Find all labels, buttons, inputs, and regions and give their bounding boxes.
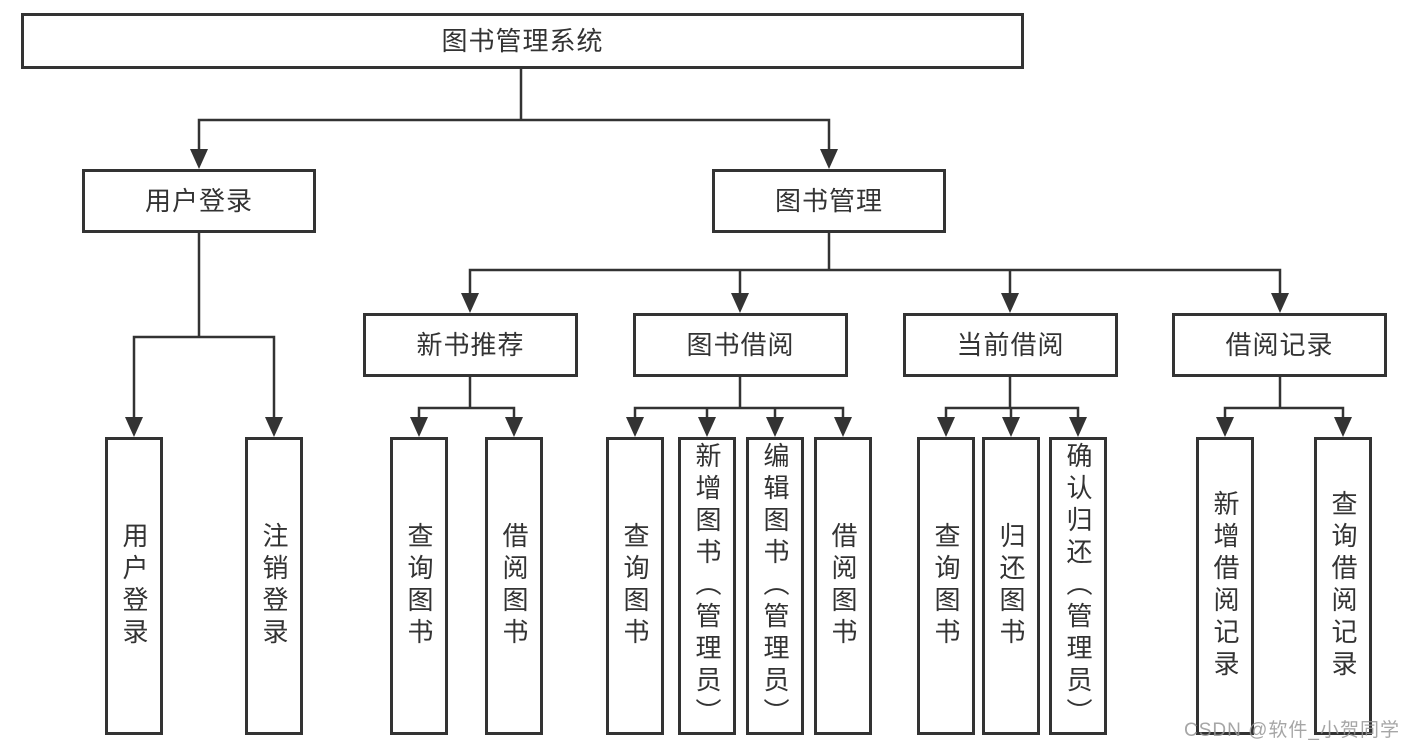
leaf-cb-return-book-label: 归还图书 — [996, 522, 1026, 650]
leaf-cb-confirm-return-admin: 确认归还（管理员） — [1049, 437, 1107, 735]
leaf-br-add-record: 新增借阅记录 — [1196, 437, 1254, 735]
leaf-bb-borrow-book: 借阅图书 — [814, 437, 872, 735]
leaf-br-add-record-label: 新增借阅记录 — [1210, 490, 1240, 682]
arrowheads — [125, 149, 1352, 437]
node-root-system: 图书管理系统 — [21, 13, 1024, 69]
csdn-watermark: CSDN @软件_小贺同学 — [1184, 720, 1400, 741]
node-new-book-recommend: 新书推荐 — [363, 313, 578, 377]
leaf-nbr-borrow-book: 借阅图书 — [485, 437, 543, 735]
leaf-bb-query-book-label: 查询图书 — [620, 522, 650, 650]
leaf-bb-edit-book-admin: 编辑图书（管理员） — [746, 437, 804, 735]
node-book-borrow-label: 图书借阅 — [686, 330, 795, 360]
leaf-bb-borrow-book-label: 借阅图书 — [828, 522, 858, 650]
leaf-nbr-query-book: 查询图书 — [390, 437, 448, 735]
node-borrow-record: 借阅记录 — [1172, 313, 1387, 377]
leaf-cb-query-book-label: 查询图书 — [931, 522, 961, 650]
leaf-bb-add-book-admin: 新增图书（管理员） — [678, 437, 736, 735]
leaf-bb-edit-book-admin-label: 编辑图书（管理员） — [760, 442, 790, 730]
leaf-user-login-label: 用户登录 — [119, 522, 149, 650]
node-book-management-label: 图书管理 — [774, 186, 883, 216]
leaf-logout: 注销登录 — [245, 437, 303, 735]
leaf-br-query-record-label: 查询借阅记录 — [1328, 490, 1358, 682]
leaf-br-query-record: 查询借阅记录 — [1314, 437, 1372, 735]
leaf-cb-return-book: 归还图书 — [982, 437, 1040, 735]
leaf-bb-add-book-admin-label: 新增图书（管理员） — [692, 442, 722, 730]
node-user-login-label: 用户登录 — [144, 186, 253, 216]
node-user-login: 用户登录 — [82, 169, 316, 233]
node-root-label: 图书管理系统 — [441, 26, 604, 56]
leaf-user-login: 用户登录 — [105, 437, 163, 735]
node-current-borrow-label: 当前借阅 — [956, 330, 1065, 360]
node-current-borrow: 当前借阅 — [903, 313, 1118, 377]
node-book-borrow: 图书借阅 — [633, 313, 848, 377]
node-borrow-record-label: 借阅记录 — [1225, 330, 1334, 360]
leaf-cb-query-book: 查询图书 — [917, 437, 975, 735]
leaf-nbr-borrow-book-label: 借阅图书 — [499, 522, 529, 650]
leaf-cb-confirm-return-admin-label: 确认归还（管理员） — [1063, 442, 1093, 730]
node-book-management: 图书管理 — [712, 169, 946, 233]
leaf-nbr-query-book-label: 查询图书 — [404, 522, 434, 650]
leaf-logout-label: 注销登录 — [259, 522, 289, 650]
leaf-bb-query-book: 查询图书 — [606, 437, 664, 735]
node-new-book-recommend-label: 新书推荐 — [416, 330, 525, 360]
